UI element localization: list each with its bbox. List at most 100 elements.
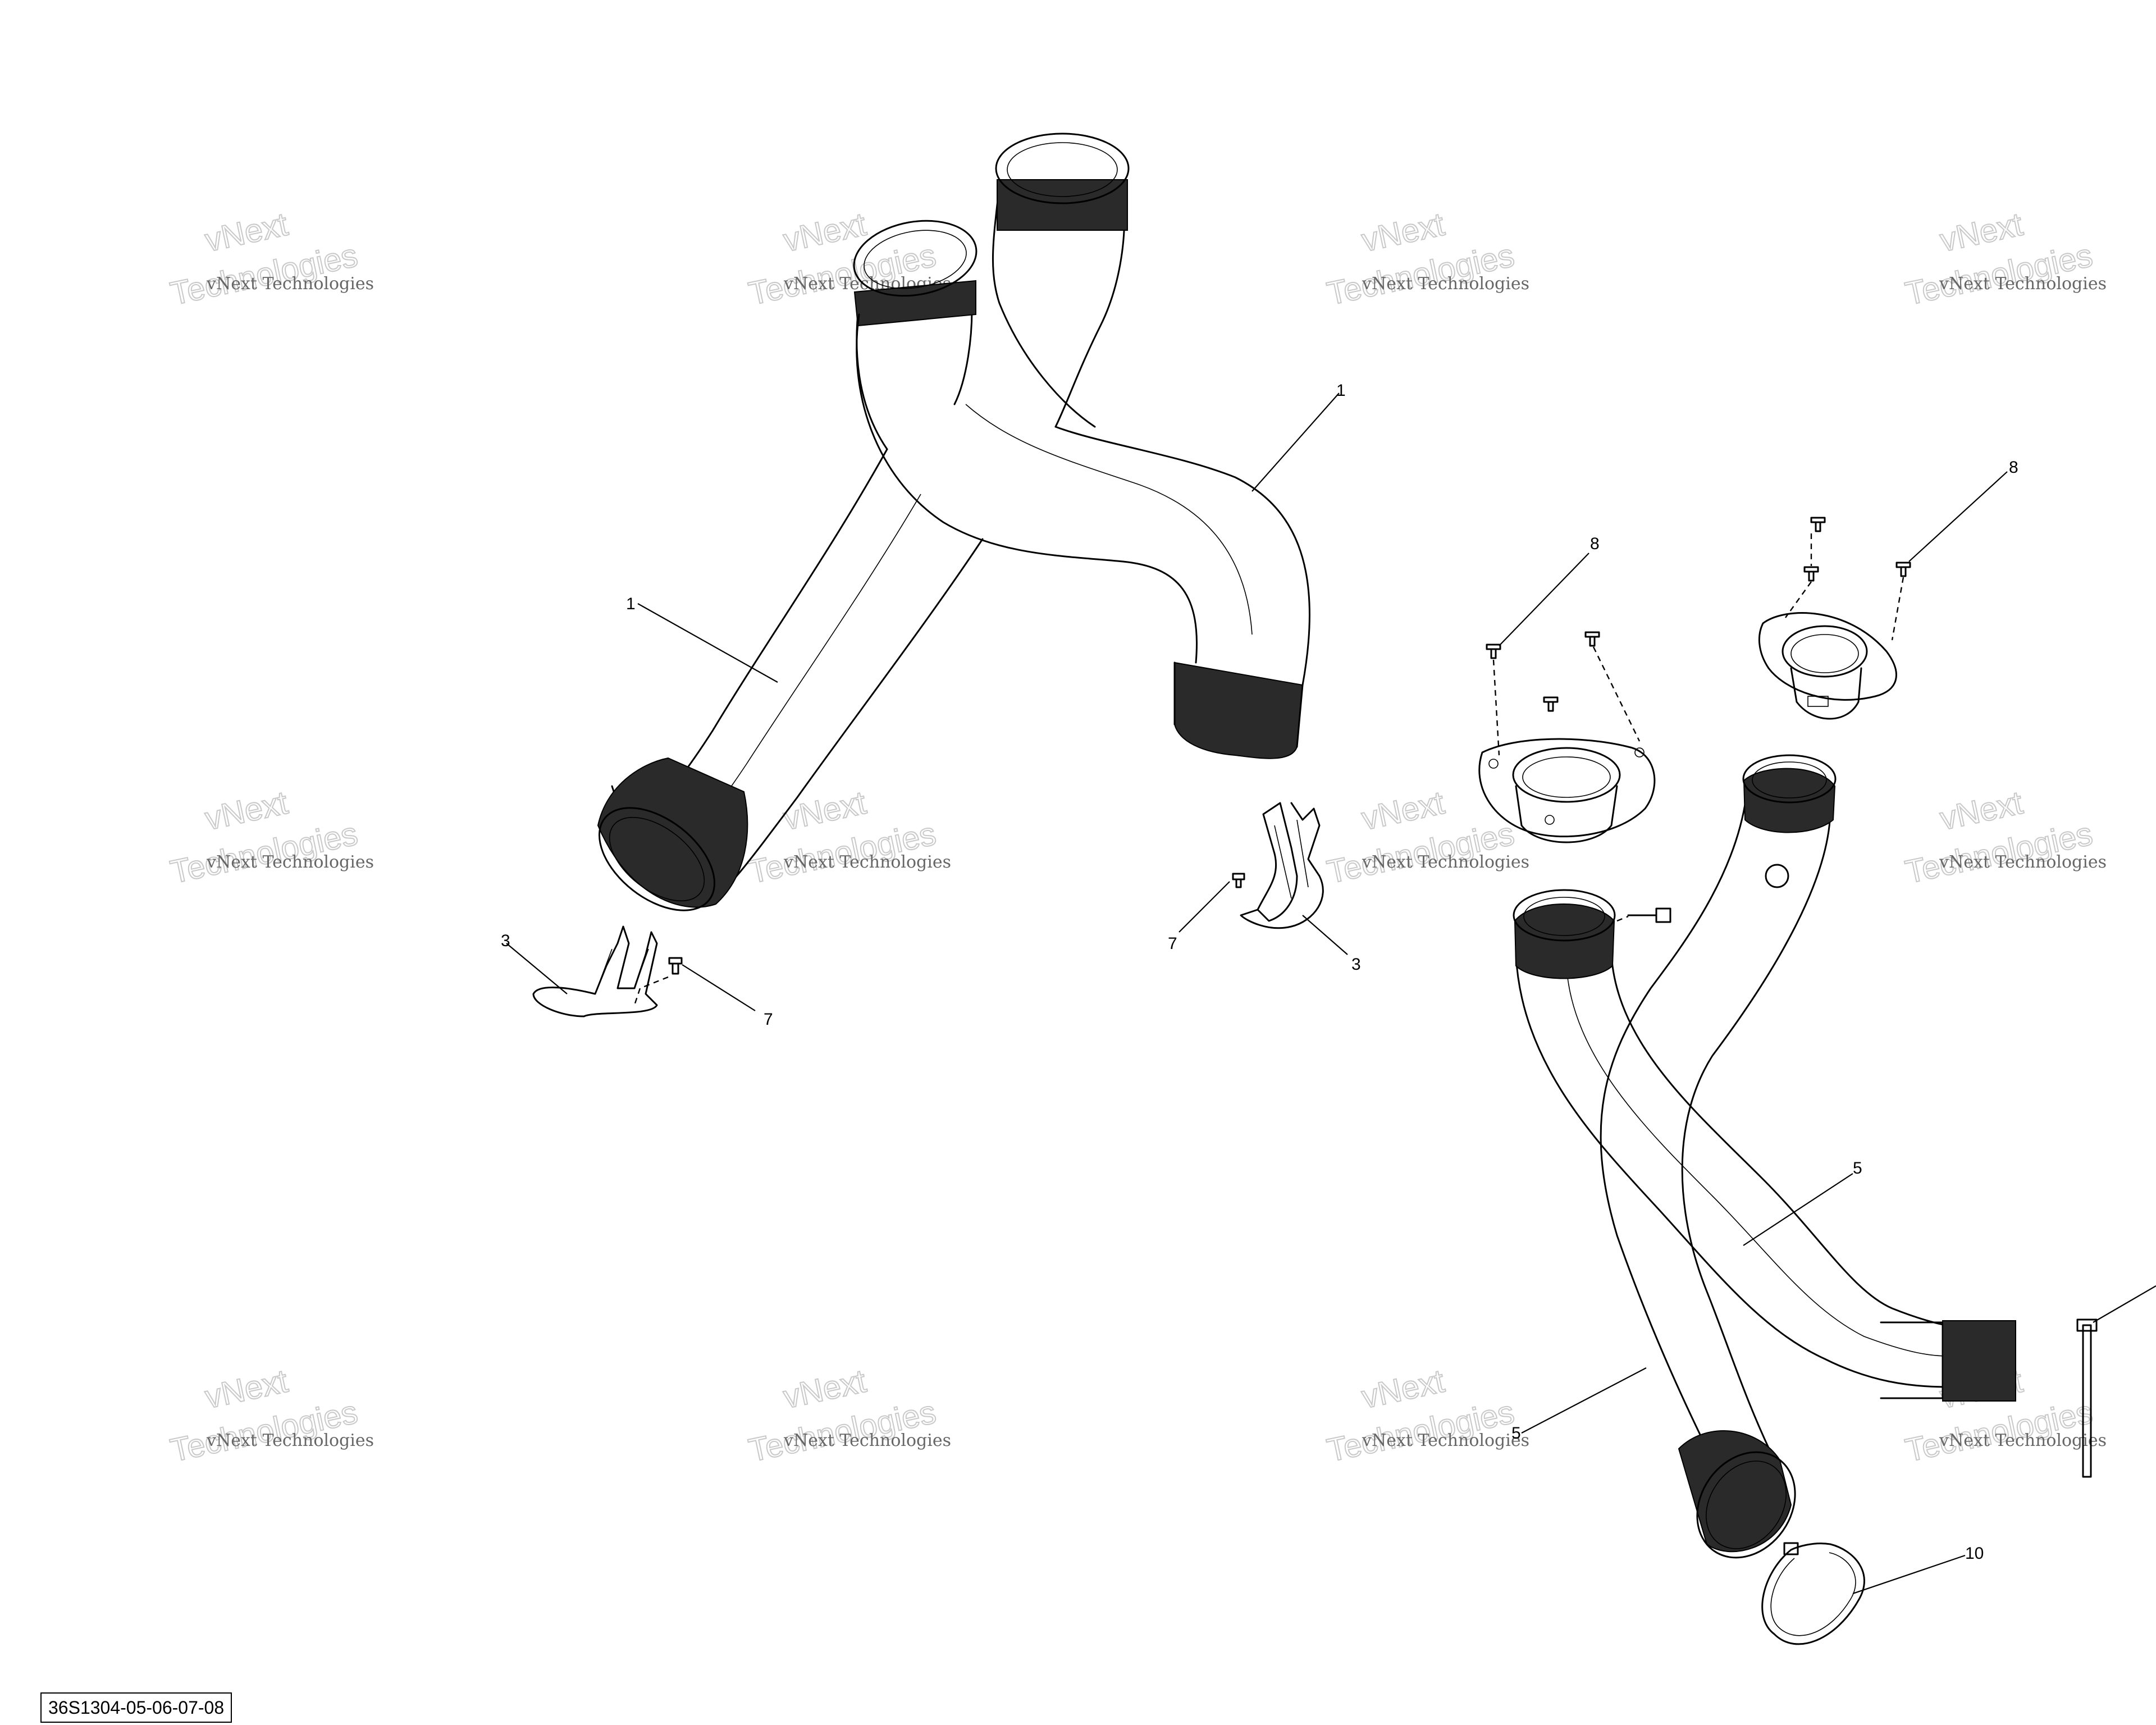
bracket-body [1240, 802, 1324, 929]
watermark-text: vNext Technologies [1362, 274, 1529, 294]
hose-outline [1296, 684, 1304, 748]
leader-line [1852, 1554, 1966, 1595]
watermark: vNext Technologies [1902, 206, 2096, 313]
assembly-line [633, 976, 669, 1006]
watermark: vNext Technologies [167, 206, 362, 313]
callout-number: 5 [1511, 1424, 1521, 1443]
leader-line [637, 603, 778, 683]
watermark-text: vNext Technologies [1939, 852, 2107, 872]
flange-opening-inner [1522, 756, 1611, 798]
watermark-word: vNext [202, 206, 291, 259]
hose-opening-inner [864, 230, 967, 289]
leader-line [1521, 1367, 1647, 1434]
callout-number: 8 [2009, 458, 2018, 477]
bracket-body [1257, 802, 1298, 922]
watermark-text: vNext Technologies [1362, 1431, 1529, 1450]
diagram-code-label: 36S1304-05-06-07-08 [40, 1692, 232, 1723]
flange-bolt-hole [1545, 815, 1555, 825]
screw-icon [1627, 907, 1671, 923]
hose-thread [997, 179, 1128, 231]
bolt-shaft [2082, 1324, 2092, 1478]
watermark: vNext Technologies [1323, 1362, 1518, 1470]
watermark-text: vNext Technologies [1362, 852, 1529, 872]
assembly-line [1492, 659, 1500, 756]
screw-icon [1584, 631, 1600, 647]
flange-opening-inner [1790, 634, 1859, 673]
hose-thread [1678, 1430, 1792, 1553]
watermark: vNext Technologies [745, 784, 940, 891]
watermark-text: vNext Technologies [783, 852, 951, 872]
clamp-band-inner [1770, 1552, 1856, 1636]
hose-opening-inner [1705, 1461, 1787, 1549]
watermark: vNext Technologies [1323, 206, 1518, 313]
assembly-line [1891, 577, 1904, 641]
leader-line [1908, 471, 2008, 562]
hose-outline [1600, 796, 1747, 1472]
hose-opening [1742, 754, 1837, 804]
lower-crossed-hoses [1513, 754, 2016, 1559]
leader-line [1179, 881, 1230, 933]
hose-outline [1681, 807, 1831, 1472]
hose-thread [1942, 1320, 2016, 1402]
hose-opening [599, 807, 715, 911]
leader-line [1302, 915, 1348, 955]
bolt-head [2076, 1318, 2098, 1332]
watermark-text: vNext Technologies [206, 1431, 374, 1450]
upper-y-hose [597, 133, 1310, 911]
hose-thread [853, 280, 976, 327]
screw-icon [1486, 644, 1501, 659]
leader-line [1743, 1173, 1853, 1246]
flange-slot [1807, 696, 1829, 707]
hose-opening-inner [1523, 897, 1605, 936]
leader-line [506, 943, 568, 994]
hose-outline [1515, 953, 1949, 1388]
callout-number: 1 [626, 595, 636, 613]
hose-centerline [1566, 965, 1949, 1357]
fastener-icon [668, 957, 683, 975]
fastener-icon [1232, 873, 1245, 888]
watermark-text: vNext Technologies [206, 274, 374, 294]
flange-plate [1478, 738, 1656, 838]
watermark-word: vNext [780, 1363, 870, 1416]
watermark-text: vNext Technologies [1939, 1431, 2107, 1450]
hose-outline [992, 184, 1096, 428]
watermark: vNext Technologies [1323, 784, 1518, 891]
leader-line [2093, 1285, 2156, 1323]
flange-plate [1758, 612, 1897, 701]
flange-left [1478, 738, 1656, 843]
hose-opening [995, 133, 1130, 204]
hose-clamp [1761, 1542, 1865, 1645]
callout-number: 1 [1336, 381, 1346, 400]
flange-neck [1515, 785, 1618, 843]
screws-part-8 [1486, 517, 1911, 756]
flange-opening [1512, 747, 1621, 803]
hose-opening [1696, 1451, 1796, 1559]
watermark-text: vNext Technologies [1939, 274, 2107, 294]
watermark-word: vNext [1359, 784, 1448, 837]
clamp-band [1761, 1543, 1865, 1645]
callout-number: 10 [1965, 1544, 1984, 1563]
assembly-line [1785, 581, 1812, 618]
watermark-word: vNext [1937, 206, 2026, 259]
screw-icon [1810, 517, 1826, 532]
fasteners-part-7 [633, 873, 1245, 1006]
assembly-line [1592, 646, 1641, 742]
watermark: vNext Technologies [745, 1362, 940, 1470]
watermark: vNext Technologies [1902, 784, 2096, 891]
watermark-layer: vNext Technologies vNext Technologies vN… [167, 206, 2107, 1470]
hose-opening-inner [1007, 142, 1118, 197]
leader-line [682, 964, 756, 1011]
hose-port [1765, 864, 1789, 888]
callouts: 1 1 3 3 5 5 7 7 8 8 10 [501, 381, 2018, 1563]
callout-number: 7 [1168, 934, 1177, 953]
callout-number: 5 [1853, 1159, 1862, 1178]
screw-icon [1895, 562, 1911, 577]
watermark-word: vNext [780, 206, 870, 259]
watermark-word: vNext [1359, 1363, 1448, 1416]
hose-opening [1513, 889, 1616, 942]
bracket-left [532, 925, 658, 1017]
screw-icon [1543, 696, 1559, 712]
hose-outline [1610, 953, 1949, 1326]
bracket-detail [595, 948, 649, 994]
